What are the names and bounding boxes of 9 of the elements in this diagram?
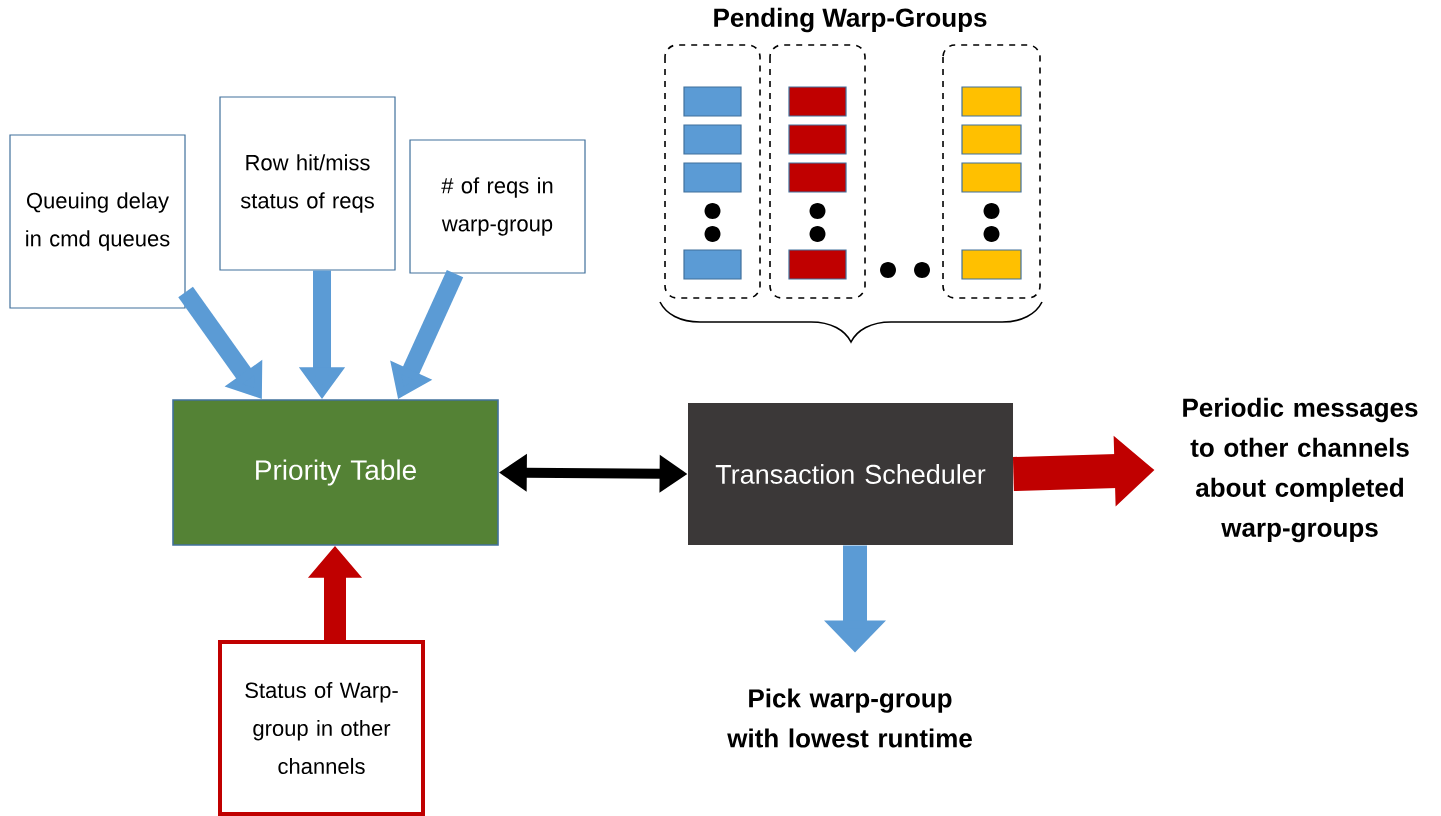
priority-table-box: Priority Table [172, 399, 499, 546]
bold-text: Periodic messages to other channels about completed warp-groups [1183, 397, 1418, 543]
scheduler-box: Transaction Scheduler [688, 403, 1013, 545]
heading: Pending Warp-Groups [714, 7, 987, 33]
input-box: Row hit/miss status of reqs [219, 96, 396, 271]
input-box: Queuing delay in cmd queues [9, 134, 186, 309]
bold-text: Pick warp-group with lowest runtime [727, 688, 972, 748]
status-box: Status of Warp-group in other channels [218, 640, 425, 816]
input-box: # of reqs in warp-group [409, 139, 586, 274]
